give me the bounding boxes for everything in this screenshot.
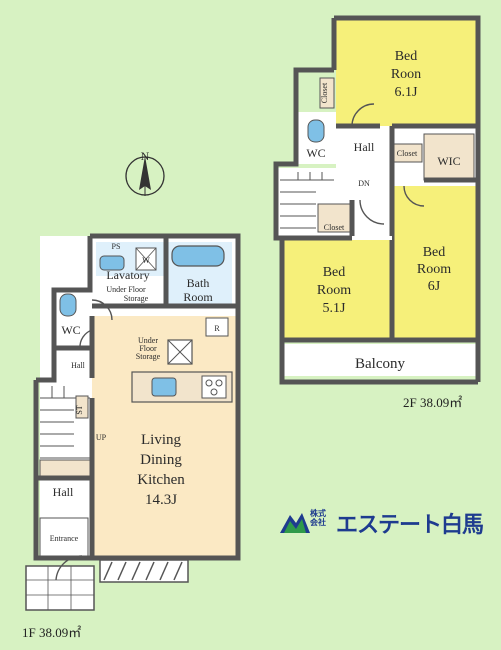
- st-box: [75, 395, 89, 419]
- sink-icon: [99, 255, 125, 271]
- ps-label: PS: [112, 242, 121, 251]
- closet-stair-label: Closet: [324, 223, 345, 232]
- entrance-area: [39, 517, 89, 557]
- bottom-window: [99, 559, 189, 583]
- hall-top-label: Hall: [71, 361, 86, 370]
- balcony-label: Balcony: [355, 356, 405, 372]
- door-gap: [352, 236, 392, 240]
- porch-tiles: [26, 566, 94, 610]
- ufs2-l1: Under: [138, 336, 158, 345]
- bed-left-l1: Bed: [323, 265, 346, 280]
- up-label: UP: [96, 433, 107, 442]
- bedroom-right: [392, 186, 476, 338]
- bed-top-l2: Roon: [391, 67, 421, 82]
- floor1-caption: 1F 38.09㎡: [22, 625, 82, 640]
- stove-icon: [201, 375, 227, 399]
- closet-top: [319, 77, 335, 109]
- bed-right-l2: Room: [417, 262, 451, 277]
- closet-hall-label: Closet: [397, 149, 418, 158]
- wic-label: WIC: [437, 154, 460, 168]
- ufs2-l2: Floor: [139, 344, 157, 353]
- ldk-l2: Dining: [140, 452, 182, 468]
- door-swings-2f: [351, 103, 425, 225]
- ldk-l3: Kitchen: [137, 472, 185, 488]
- walls-1f: [33, 233, 241, 561]
- ldk-l4: 14.3J: [145, 492, 177, 508]
- dn-label: DN: [358, 179, 370, 188]
- entrance-label: Entrance: [50, 534, 79, 543]
- bath-l1: Bath: [187, 276, 210, 290]
- bathtub-icon: [171, 245, 225, 267]
- bed-left-l2: Room: [317, 283, 351, 298]
- wc-door-swing: [79, 329, 93, 349]
- wic-closet: [423, 133, 475, 181]
- ldk-l1: Living: [141, 432, 181, 448]
- shoe-cabinet: [39, 459, 91, 479]
- bedroom-left: [284, 238, 392, 338]
- bed-right-l1: Bed: [423, 245, 446, 260]
- compass-n: N: [141, 149, 150, 163]
- balcony-area: [284, 344, 476, 376]
- wc-1f-label: WC: [61, 323, 80, 337]
- ufs1-l2: Storage: [124, 294, 149, 303]
- floor2-caption: 2F 38.09㎡: [403, 395, 463, 410]
- w-label: W: [142, 256, 150, 265]
- mountain-logo-icon: [280, 513, 310, 533]
- toilet-2f-icon: [307, 119, 325, 143]
- r-label: R: [214, 324, 220, 333]
- porch: [25, 565, 95, 611]
- company-logo: 株式 会社 エステート白馬: [280, 507, 495, 538]
- wc-2f-label: WC: [306, 146, 325, 160]
- logo-name: エステート白馬: [336, 513, 484, 538]
- toilet-1f-icon: [59, 293, 77, 317]
- lav-door-swing: [91, 299, 113, 321]
- bedroom-top: [336, 20, 476, 126]
- kitchen-sink-icon: [151, 377, 177, 397]
- logo-kabushiki: 株式 会社: [310, 509, 326, 527]
- r-box: [205, 317, 229, 337]
- bed-right-l3: 6J: [428, 279, 441, 294]
- walls-2f: [273, 15, 481, 385]
- ufs1-l1: Under Floor: [106, 285, 146, 294]
- closet-top-label: Closet: [320, 82, 329, 103]
- bed-top-l1: Bed: [395, 49, 418, 64]
- compass-icon: [125, 156, 165, 196]
- ufs2-l3: Storage: [136, 352, 161, 361]
- hall-2f-label: Hall: [354, 140, 375, 154]
- lavatory-label: Lavatory: [106, 268, 149, 282]
- st-label: ST: [75, 405, 84, 414]
- hall-bottom-label: Hall: [53, 485, 74, 499]
- bed-top-l3: 6.1J: [395, 85, 419, 100]
- ldk-floor: [92, 316, 236, 556]
- stair-2f-icon: [280, 172, 334, 229]
- bed-left-l3: 5.1J: [323, 301, 347, 316]
- bath-l2: Room: [183, 290, 213, 304]
